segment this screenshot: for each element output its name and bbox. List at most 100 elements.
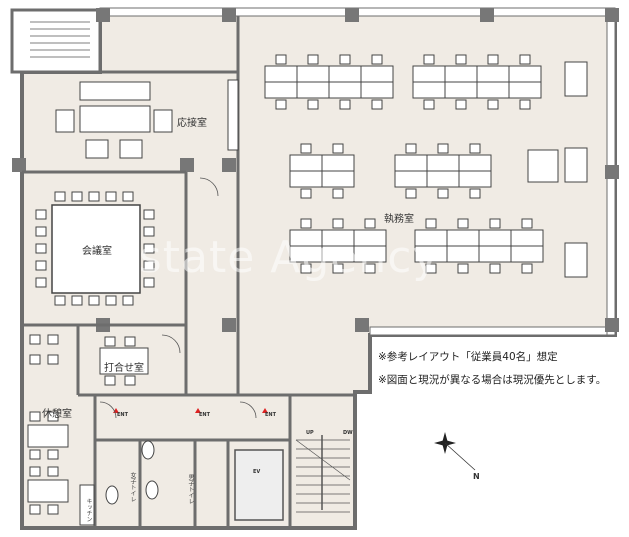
room-label-kitchen: キッチン	[85, 498, 92, 522]
desk	[446, 245, 480, 263]
stair-cut-line	[295, 439, 351, 481]
desk	[476, 81, 510, 99]
chair	[29, 466, 41, 477]
chair	[425, 218, 437, 229]
coffee-table	[79, 105, 151, 133]
chair	[35, 277, 47, 288]
stair-down-label: DW	[343, 430, 353, 436]
lounge-table	[27, 424, 69, 448]
window-band-bottom	[369, 326, 608, 336]
structural-column	[605, 165, 619, 179]
chair	[307, 54, 319, 65]
elevator-label: EV	[253, 469, 261, 475]
structural-column	[605, 318, 619, 332]
chair	[47, 411, 59, 422]
chair	[300, 188, 312, 199]
desk	[321, 154, 355, 172]
stair-up-label: UP	[306, 430, 314, 436]
desk	[353, 245, 387, 263]
toilet-icon	[145, 480, 159, 500]
chair	[54, 191, 66, 202]
desk	[328, 81, 362, 99]
chair	[300, 263, 312, 274]
armchair	[85, 139, 109, 159]
watermark: Estate Agency	[110, 232, 440, 283]
chair	[71, 295, 83, 306]
desk	[264, 81, 298, 99]
desk	[510, 229, 544, 247]
chair	[124, 375, 136, 386]
chair	[423, 54, 435, 65]
desk	[510, 245, 544, 263]
chair	[122, 191, 134, 202]
desk	[478, 245, 512, 263]
chair	[275, 54, 287, 65]
structural-column	[222, 158, 236, 172]
desk	[476, 65, 510, 83]
exit-marker-icon	[262, 408, 268, 413]
chair	[405, 143, 417, 154]
chair	[437, 143, 449, 154]
furniture-layout	[27, 54, 588, 515]
chair	[487, 99, 499, 110]
door-swing	[199, 177, 219, 197]
toilet-icon	[105, 485, 119, 505]
desk	[296, 65, 330, 83]
chair	[35, 260, 47, 271]
room-label-mens-toilet: 男子トイレ	[187, 474, 194, 504]
desk	[412, 65, 446, 83]
chair	[143, 243, 155, 254]
structural-column	[480, 8, 494, 22]
room-label-meeting: 会議室	[82, 246, 112, 257]
chair	[521, 263, 533, 274]
chair	[143, 277, 155, 288]
chair	[332, 188, 344, 199]
chair	[275, 99, 287, 110]
structural-column	[222, 318, 236, 332]
chair	[519, 99, 531, 110]
structural-column	[345, 8, 359, 22]
chair	[105, 191, 117, 202]
manager-desk	[564, 61, 588, 97]
door-swing	[99, 401, 117, 419]
structural-column	[12, 158, 26, 172]
desk	[394, 170, 428, 188]
chair	[35, 226, 47, 237]
chair	[300, 143, 312, 154]
chair	[29, 411, 41, 422]
desk	[444, 81, 478, 99]
chair	[339, 54, 351, 65]
desk	[289, 154, 323, 172]
chair	[487, 54, 499, 65]
desk	[360, 81, 394, 99]
room-label-lounge: 休憩室	[42, 409, 72, 420]
chair	[307, 99, 319, 110]
chair	[332, 218, 344, 229]
chair	[489, 263, 501, 274]
chair	[339, 99, 351, 110]
chair	[88, 191, 100, 202]
chair	[371, 99, 383, 110]
chair	[300, 218, 312, 229]
chair	[35, 209, 47, 220]
chair	[29, 354, 41, 365]
desk	[426, 170, 460, 188]
chair	[469, 143, 481, 154]
structural-column	[96, 8, 110, 22]
side-table	[527, 149, 559, 183]
chair	[143, 260, 155, 271]
desk	[458, 170, 492, 188]
meeting-table	[51, 204, 141, 294]
desk	[289, 170, 323, 188]
discussion-table	[99, 347, 149, 375]
exit-label: ENT	[265, 412, 277, 418]
chair	[521, 218, 533, 229]
chair	[371, 54, 383, 65]
chair	[88, 295, 100, 306]
chair	[364, 218, 376, 229]
desk	[296, 81, 330, 99]
chair	[122, 295, 134, 306]
room-label-office: 執務室	[384, 214, 414, 225]
cabinet	[227, 79, 239, 151]
compass-north-label: N	[473, 472, 480, 481]
